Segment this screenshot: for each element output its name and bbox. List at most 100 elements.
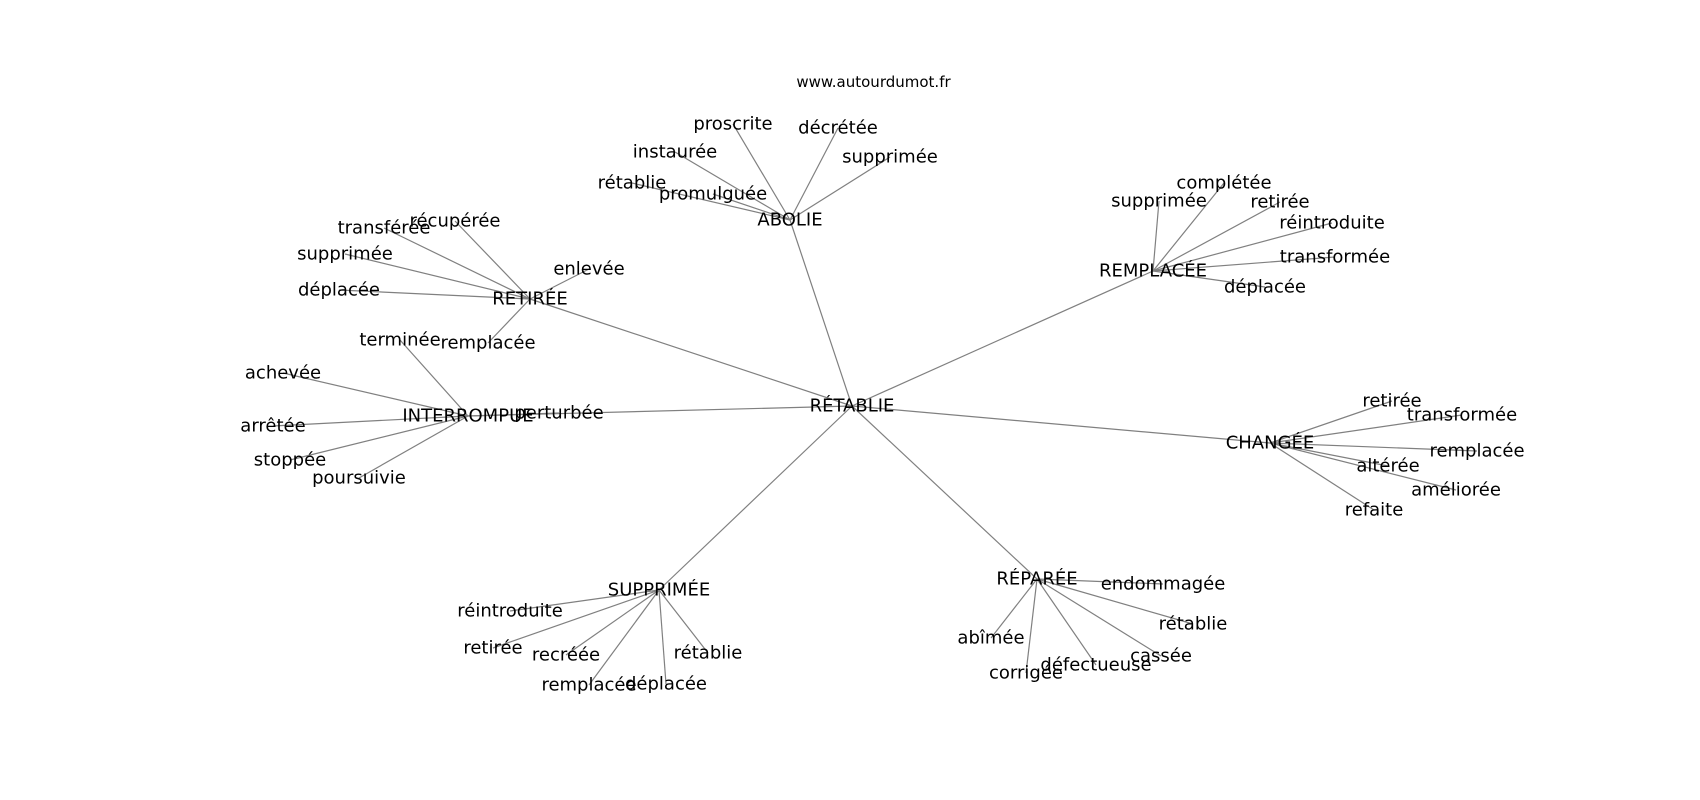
edge-hub-leaf (1269, 414, 1463, 444)
hub-node-label[interactable]: RETIRÉE (492, 288, 567, 310)
edge-hub-leaf (289, 415, 469, 461)
leaf-node-label[interactable]: remplacée (440, 333, 535, 354)
leaf-node-label[interactable]: abîmée (957, 628, 1024, 649)
leaf-node-label[interactable]: enlevée (553, 259, 624, 280)
edge-center-hub (529, 298, 853, 407)
edge-hub-leaf (399, 339, 469, 417)
leaf-node-label[interactable]: transférée (338, 218, 431, 239)
edge-hub-leaf (789, 127, 839, 221)
edge-hub-leaf (383, 227, 531, 300)
leaf-node-label[interactable]: achevée (245, 363, 321, 384)
edge-hub-leaf (1152, 222, 1333, 272)
edge-hub-leaf (990, 578, 1038, 639)
leaf-node-label[interactable]: altérée (1356, 456, 1419, 477)
leaf-node-label[interactable]: rétablie (1159, 614, 1228, 635)
leaf-node-label[interactable]: déplacée (298, 280, 380, 301)
edge-hub-leaf (282, 372, 469, 417)
edge-hub-leaf (492, 589, 660, 649)
edge-hub-leaf (467, 412, 560, 417)
leaf-node-label[interactable]: poursuivie (312, 468, 406, 489)
edge-hub-leaf (509, 589, 660, 612)
leaf-node-label[interactable]: cassée (1130, 646, 1192, 667)
edge-hub-leaf (1025, 578, 1038, 674)
edge-hub-leaf (588, 589, 660, 686)
edge-hub-leaf (1152, 201, 1281, 272)
edge-hub-leaf (1152, 270, 1266, 288)
leaf-node-label[interactable]: réintroduite (457, 601, 563, 622)
edge-center-hub (789, 219, 853, 407)
leaf-node-label[interactable]: arrêtée (240, 416, 305, 437)
leaf-node-label[interactable]: retirée (1250, 192, 1309, 213)
leaf-node-label[interactable]: défectueuse (1040, 655, 1151, 676)
edge-hub-leaf (487, 298, 531, 344)
edge-hub-leaf (1269, 442, 1389, 467)
edge-hub-leaf (272, 415, 469, 427)
edge-hub-leaf (1036, 578, 1164, 585)
edge-hub-leaf (732, 123, 791, 221)
edge-hub-leaf (529, 268, 590, 300)
leaf-node-label[interactable]: complétée (1176, 173, 1271, 194)
edge-hub-leaf (658, 589, 709, 654)
leaf-node-label[interactable]: perturbée (514, 403, 603, 424)
leaf-node-label[interactable]: récupérée (409, 211, 500, 232)
edge-center-hub (851, 270, 1154, 407)
leaf-node-label[interactable]: terminée (359, 330, 440, 351)
edge-hub-leaf (338, 289, 531, 300)
edge-hub-leaf (1036, 578, 1162, 657)
label-layer: RÉTABLIE ABOLIE proscrite décrétée supprimée… (240, 114, 1524, 696)
edge-hub-leaf (1152, 182, 1225, 272)
hub-node-label[interactable]: REMPLACÉE (1099, 260, 1207, 282)
edge-hub-leaf (674, 151, 791, 221)
leaf-node-label[interactable]: rétablie (598, 173, 667, 194)
edge-hub-leaf (1269, 442, 1457, 491)
leaf-node-label[interactable]: réintroduite (1279, 213, 1385, 234)
edge-hub-leaf (712, 193, 791, 221)
leaf-node-label[interactable]: rétablie (674, 643, 743, 664)
hub-node-label[interactable]: CHANGÉE (1226, 432, 1315, 454)
leaf-node-label[interactable]: remplacée (541, 675, 636, 696)
hub-node-label[interactable]: ABOLIE (757, 210, 822, 231)
leaf-node-label[interactable]: décrétée (798, 118, 878, 139)
edge-hub-leaf (1036, 578, 1097, 666)
leaf-node-label[interactable]: recréée (532, 645, 600, 666)
leaf-node-label[interactable]: déplacée (625, 674, 707, 695)
edge-layer (272, 123, 1478, 686)
leaf-node-label[interactable]: stoppée (254, 450, 326, 471)
leaf-node-label[interactable]: endommagée (1101, 574, 1226, 595)
edge-center-hub (851, 405, 1038, 580)
edge-hub-leaf (1269, 400, 1393, 444)
edge-hub-leaf (1036, 578, 1194, 625)
center-node-label[interactable]: RÉTABLIE (810, 395, 895, 417)
leaf-node-label[interactable]: retirée (1362, 391, 1421, 412)
edge-hub-leaf (1269, 442, 1375, 511)
leaf-node-label[interactable]: retirée (463, 638, 522, 659)
edge-hub-leaf (1152, 256, 1336, 272)
leaf-node-label[interactable]: remplacée (1429, 441, 1524, 462)
leaf-node-label[interactable]: instaurée (633, 142, 717, 163)
edge-hub-leaf (344, 253, 531, 300)
edge-hub-leaf (565, 589, 660, 656)
edge-hub-leaf (1152, 200, 1160, 272)
leaf-node-label[interactable]: supprimée (297, 244, 393, 265)
hub-node-label[interactable]: SUPPRIMÉE (608, 579, 710, 601)
leaf-node-label[interactable]: transformée (1407, 405, 1517, 426)
edge-hub-leaf (631, 182, 791, 221)
leaf-node-label[interactable]: proscrite (693, 114, 772, 135)
leaf-node-label[interactable]: supprimée (842, 147, 938, 168)
leaf-node-label[interactable]: supprimée (1111, 191, 1207, 212)
leaf-node-label[interactable]: refaite (1345, 500, 1404, 521)
edge-hub-leaf (658, 589, 667, 685)
leaf-node-label[interactable]: promulguée (659, 184, 767, 205)
edge-hub-leaf (1269, 442, 1478, 452)
hub-node-label[interactable]: INTERROMPUE (402, 406, 533, 427)
edge-hub-leaf (358, 415, 469, 479)
leaf-node-label[interactable]: corrigée (989, 663, 1063, 684)
leaf-node-label[interactable]: améliorée (1411, 480, 1501, 501)
leaf-node-label[interactable]: transformée (1280, 247, 1390, 268)
edge-hub-leaf (789, 156, 891, 221)
hub-node-label[interactable]: RÉPARÉE (996, 568, 1077, 590)
leaf-node-label[interactable]: déplacée (1224, 277, 1306, 298)
edge-center-hub (658, 405, 853, 591)
edge-hub-leaf (454, 220, 531, 300)
